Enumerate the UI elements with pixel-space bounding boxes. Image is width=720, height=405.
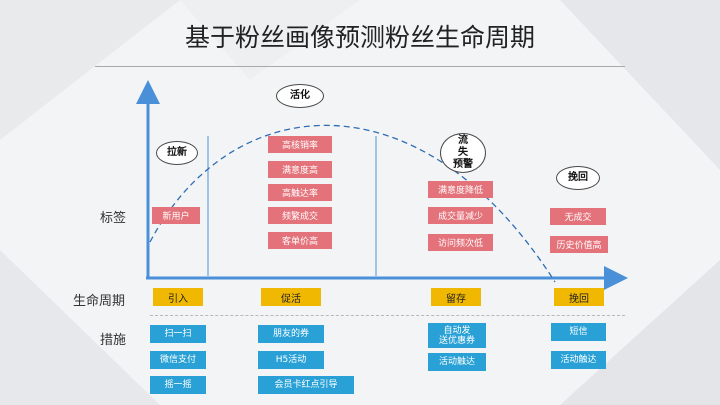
section-divider: [150, 315, 625, 316]
bubble-liushi: 流 失 预警: [440, 133, 486, 173]
row-label-tags: 标签: [100, 211, 127, 226]
tag-high-redeem: 高核销率: [268, 136, 332, 153]
tag-low-visit: 访问频次低: [428, 234, 493, 251]
page-title: 基于粉丝画像预测粉丝生命周期: [184, 23, 535, 52]
stage-promote: 促活: [261, 288, 321, 306]
tag-volume-drop: 成交量减少: [428, 207, 493, 224]
tag-high-history-value: 历史价值高: [550, 236, 608, 253]
tag-no-deal: 无成交: [550, 208, 606, 225]
row-label-measures: 措施: [100, 333, 127, 348]
stage-recover: 挽回: [554, 288, 604, 306]
tag-new-user: 新用户: [152, 207, 200, 224]
measure-activity-reach-recover: 活动触达: [551, 351, 606, 369]
tag-frequent-deal: 频繁成交: [268, 207, 332, 224]
bubble-lxin: 拉新: [156, 141, 198, 165]
tag-high-satisfaction: 满意度高: [268, 161, 332, 178]
row-label-lifecycle: 生命周期: [73, 294, 126, 309]
title-divider: [95, 66, 625, 67]
measure-shake: 摇一摇: [150, 376, 206, 394]
stage-intro: 引入: [153, 288, 203, 306]
lifecycle-curve: [149, 124, 556, 283]
measure-activity-reach-retain: 活动触达: [428, 353, 486, 371]
stage-retain: 留存: [431, 288, 481, 306]
tag-high-price: 客单价高: [268, 232, 332, 249]
tag-high-reach: 高触达率: [268, 184, 332, 201]
measure-h5-activity: H5活动: [258, 351, 324, 369]
bubble-wanhui: 挽回: [556, 166, 600, 190]
measure-wechat-pay: 微信支付: [150, 351, 206, 369]
measure-friend-coupon: 朋友的券: [258, 325, 324, 343]
measure-scan: 扫一扫: [150, 325, 206, 343]
measure-member-card-guide: 会员卡红点引导: [258, 376, 354, 394]
tag-satisfaction-drop: 满意度降低: [428, 181, 493, 198]
measure-sms: 短信: [551, 323, 606, 341]
bubble-huohua: 活化: [276, 84, 324, 108]
measure-auto-coupon: 自动发 送优惠券: [428, 323, 486, 348]
